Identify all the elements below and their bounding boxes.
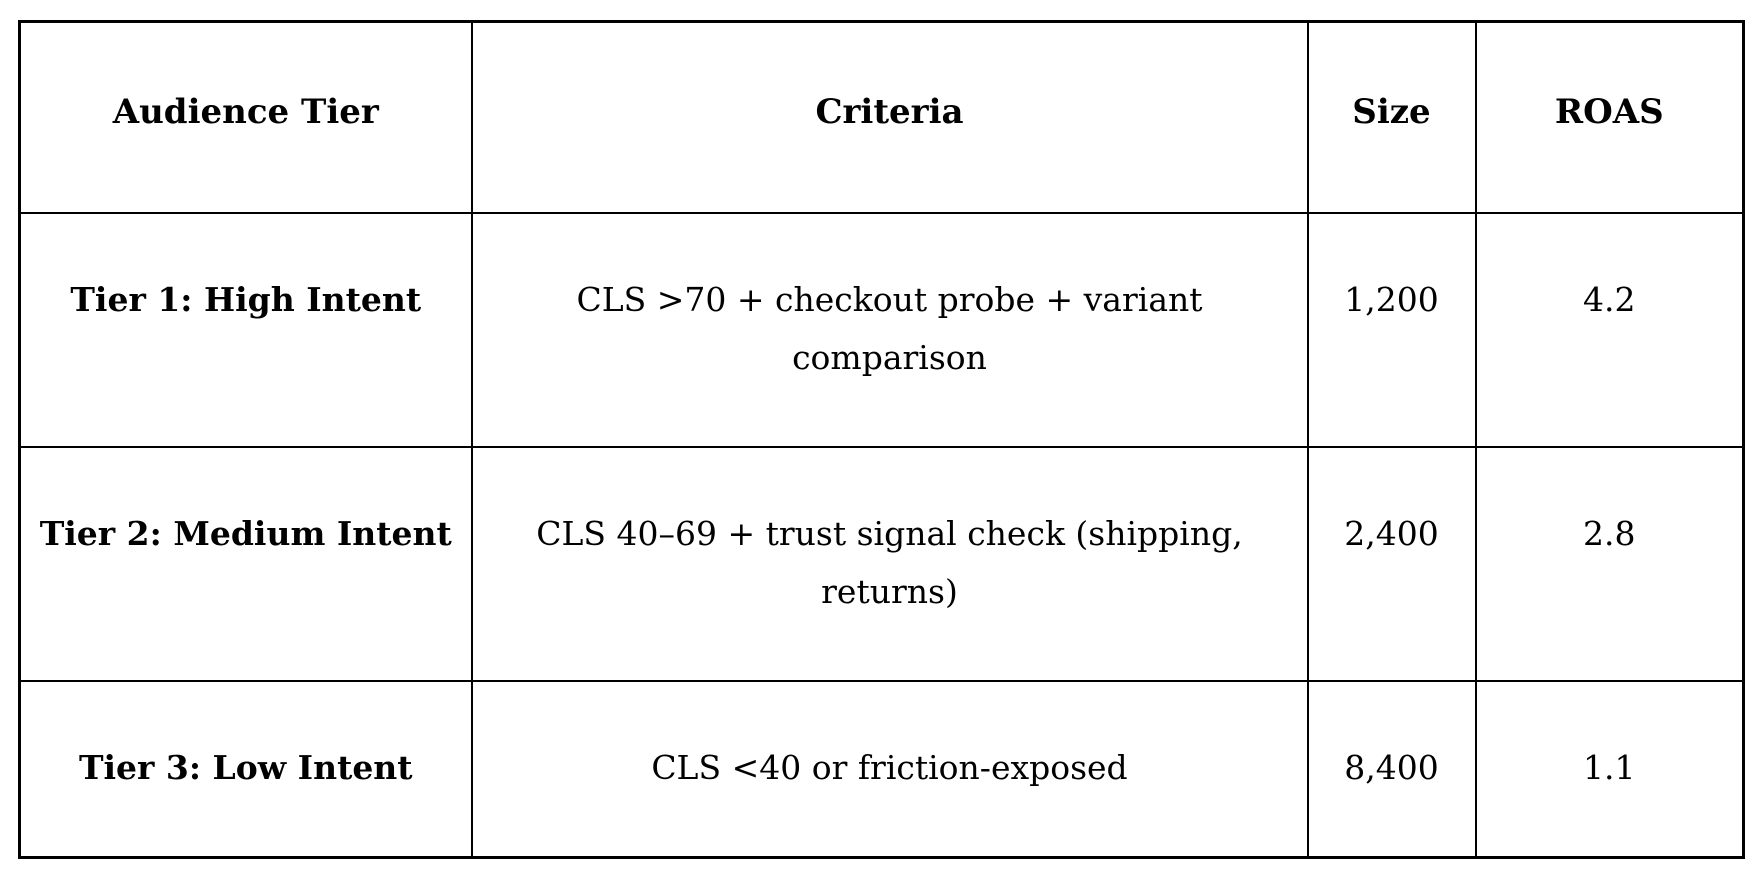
column-header-roas: ROAS bbox=[1474, 20, 1745, 214]
size-cell: 8,400 bbox=[1306, 679, 1477, 859]
tier-name: Tier 1: High Intent bbox=[70, 279, 422, 319]
roas-cell: 4.2 bbox=[1474, 211, 1745, 448]
tier-name: Tier 2: Medium Intent bbox=[39, 513, 452, 553]
tier-cell: Tier 2: Medium Intent bbox=[18, 445, 473, 682]
table-row: Tier 3: Low Intent CLS <40 or friction-e… bbox=[18, 679, 1745, 859]
column-header-label: Criteria bbox=[815, 92, 964, 132]
table-row: Tier 1: High Intent CLS >70 + checkout p… bbox=[18, 211, 1745, 448]
roas-value: 4.2 bbox=[1583, 279, 1636, 319]
roas-value: 1.1 bbox=[1583, 747, 1636, 787]
column-header-label: Size bbox=[1352, 92, 1431, 132]
criteria-text: CLS >70 + checkout probe + variant compa… bbox=[576, 279, 1203, 377]
audience-tier-table: Audience Tier Criteria Size ROAS Tier 1:… bbox=[18, 20, 1745, 859]
column-header-label: ROAS bbox=[1554, 92, 1664, 132]
criteria-cell: CLS 40–69 + trust signal check (shipping… bbox=[470, 445, 1309, 682]
roas-cell: 1.1 bbox=[1474, 679, 1745, 859]
column-header-size: Size bbox=[1306, 20, 1477, 214]
table-header-row: Audience Tier Criteria Size ROAS bbox=[18, 20, 1745, 214]
column-header-label: Audience Tier bbox=[112, 92, 379, 132]
size-value: 2,400 bbox=[1344, 513, 1439, 553]
criteria-cell: CLS <40 or friction-exposed bbox=[470, 679, 1309, 859]
criteria-cell: CLS >70 + checkout probe + variant compa… bbox=[470, 211, 1309, 448]
tier-cell: Tier 3: Low Intent bbox=[18, 679, 473, 859]
roas-cell: 2.8 bbox=[1474, 445, 1745, 682]
tier-cell: Tier 1: High Intent bbox=[18, 211, 473, 448]
roas-value: 2.8 bbox=[1583, 513, 1636, 553]
criteria-text: CLS <40 or friction-exposed bbox=[651, 747, 1128, 787]
size-cell: 2,400 bbox=[1306, 445, 1477, 682]
table-row: Tier 2: Medium Intent CLS 40–69 + trust … bbox=[18, 445, 1745, 682]
size-value: 8,400 bbox=[1344, 747, 1439, 787]
column-header-criteria: Criteria bbox=[470, 20, 1309, 214]
criteria-text: CLS 40–69 + trust signal check (shipping… bbox=[536, 513, 1243, 611]
tier-name: Tier 3: Low Intent bbox=[78, 747, 413, 787]
size-cell: 1,200 bbox=[1306, 211, 1477, 448]
size-value: 1,200 bbox=[1344, 279, 1439, 319]
column-header-audience-tier: Audience Tier bbox=[18, 20, 473, 214]
